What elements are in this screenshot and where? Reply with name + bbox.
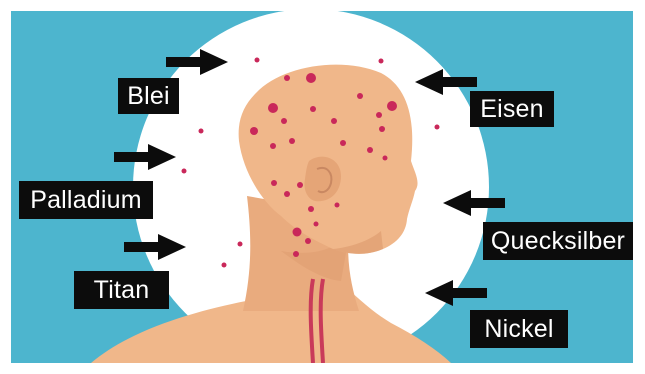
label-nickel: Nickel xyxy=(470,310,568,348)
label-quecksilber: Quecksilber xyxy=(483,222,633,260)
neck-vein-1 xyxy=(311,279,313,363)
arrow-icon xyxy=(166,49,228,75)
arrow-icon xyxy=(114,144,176,170)
arrow-icon xyxy=(425,280,487,306)
arrow-icon xyxy=(124,234,186,260)
arrow-icon xyxy=(443,190,505,216)
label-eisen: Eisen xyxy=(470,91,554,127)
label-palladium: Palladium xyxy=(19,181,153,219)
label-blei: Blei xyxy=(118,78,179,114)
arrow-icon xyxy=(415,69,477,95)
label-titan: Titan xyxy=(74,271,169,309)
neck-vein-2 xyxy=(321,279,323,363)
illustration-frame: Blei Eisen Palladium Quecksilber Titan N… xyxy=(11,11,633,363)
